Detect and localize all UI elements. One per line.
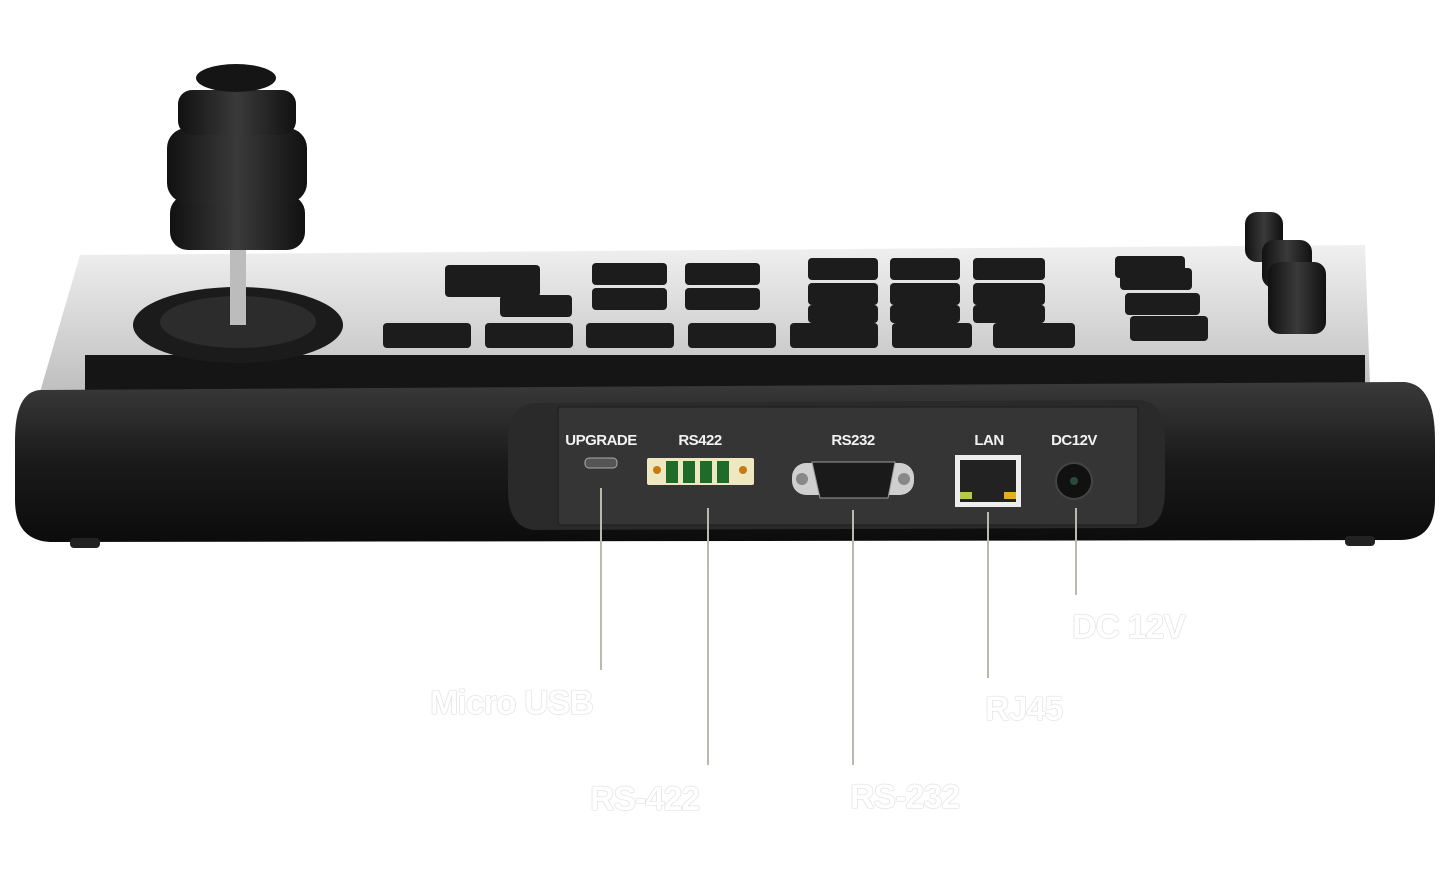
key[interactable] bbox=[592, 263, 667, 285]
dc12v-power-jack[interactable] bbox=[1055, 462, 1093, 500]
key[interactable] bbox=[685, 288, 760, 310]
key[interactable] bbox=[688, 323, 776, 348]
key[interactable] bbox=[685, 263, 760, 285]
rj45-lan-port[interactable] bbox=[955, 455, 1021, 507]
key[interactable] bbox=[500, 295, 572, 317]
key[interactable] bbox=[808, 283, 878, 305]
callout-rj45: RJ45 bbox=[985, 690, 1063, 728]
key[interactable] bbox=[445, 265, 540, 297]
micro-usb-port[interactable] bbox=[584, 457, 618, 469]
key[interactable] bbox=[808, 305, 878, 323]
key[interactable] bbox=[890, 305, 960, 323]
key[interactable] bbox=[993, 323, 1075, 348]
rs422-terminal-block[interactable] bbox=[647, 458, 754, 485]
key[interactable] bbox=[1130, 316, 1208, 341]
dc12v-label: DC12V bbox=[1051, 432, 1097, 449]
key[interactable] bbox=[892, 323, 972, 348]
rotary-knobs[interactable] bbox=[1245, 212, 1326, 334]
keypad bbox=[383, 256, 1208, 348]
lan-label: LAN bbox=[974, 432, 1003, 449]
key[interactable] bbox=[592, 288, 667, 310]
key[interactable] bbox=[973, 283, 1045, 305]
key[interactable] bbox=[790, 323, 878, 348]
key[interactable] bbox=[973, 258, 1045, 280]
key[interactable] bbox=[890, 258, 960, 280]
joystick[interactable] bbox=[133, 64, 343, 389]
callout-micro-usb: Micro USB bbox=[430, 684, 594, 722]
rs232-db9-port[interactable] bbox=[792, 461, 914, 499]
key[interactable] bbox=[586, 323, 674, 348]
callout-dc12v: DC 12V bbox=[1072, 608, 1186, 646]
rs232-label: RS232 bbox=[831, 432, 875, 449]
connector-panel: UPGRADE RS422 RS232 LAN DC12V bbox=[508, 400, 1165, 530]
callout-rs422: RS-422 bbox=[590, 780, 700, 818]
callout-rs232: RS-232 bbox=[850, 778, 960, 816]
key[interactable] bbox=[383, 323, 471, 348]
key[interactable] bbox=[1120, 268, 1192, 290]
upgrade-label: UPGRADE bbox=[565, 432, 637, 449]
key[interactable] bbox=[890, 283, 960, 305]
key[interactable] bbox=[808, 258, 878, 280]
key[interactable] bbox=[1125, 293, 1200, 315]
key[interactable] bbox=[485, 323, 573, 348]
key[interactable] bbox=[973, 305, 1045, 323]
rs422-label: RS422 bbox=[678, 432, 722, 449]
